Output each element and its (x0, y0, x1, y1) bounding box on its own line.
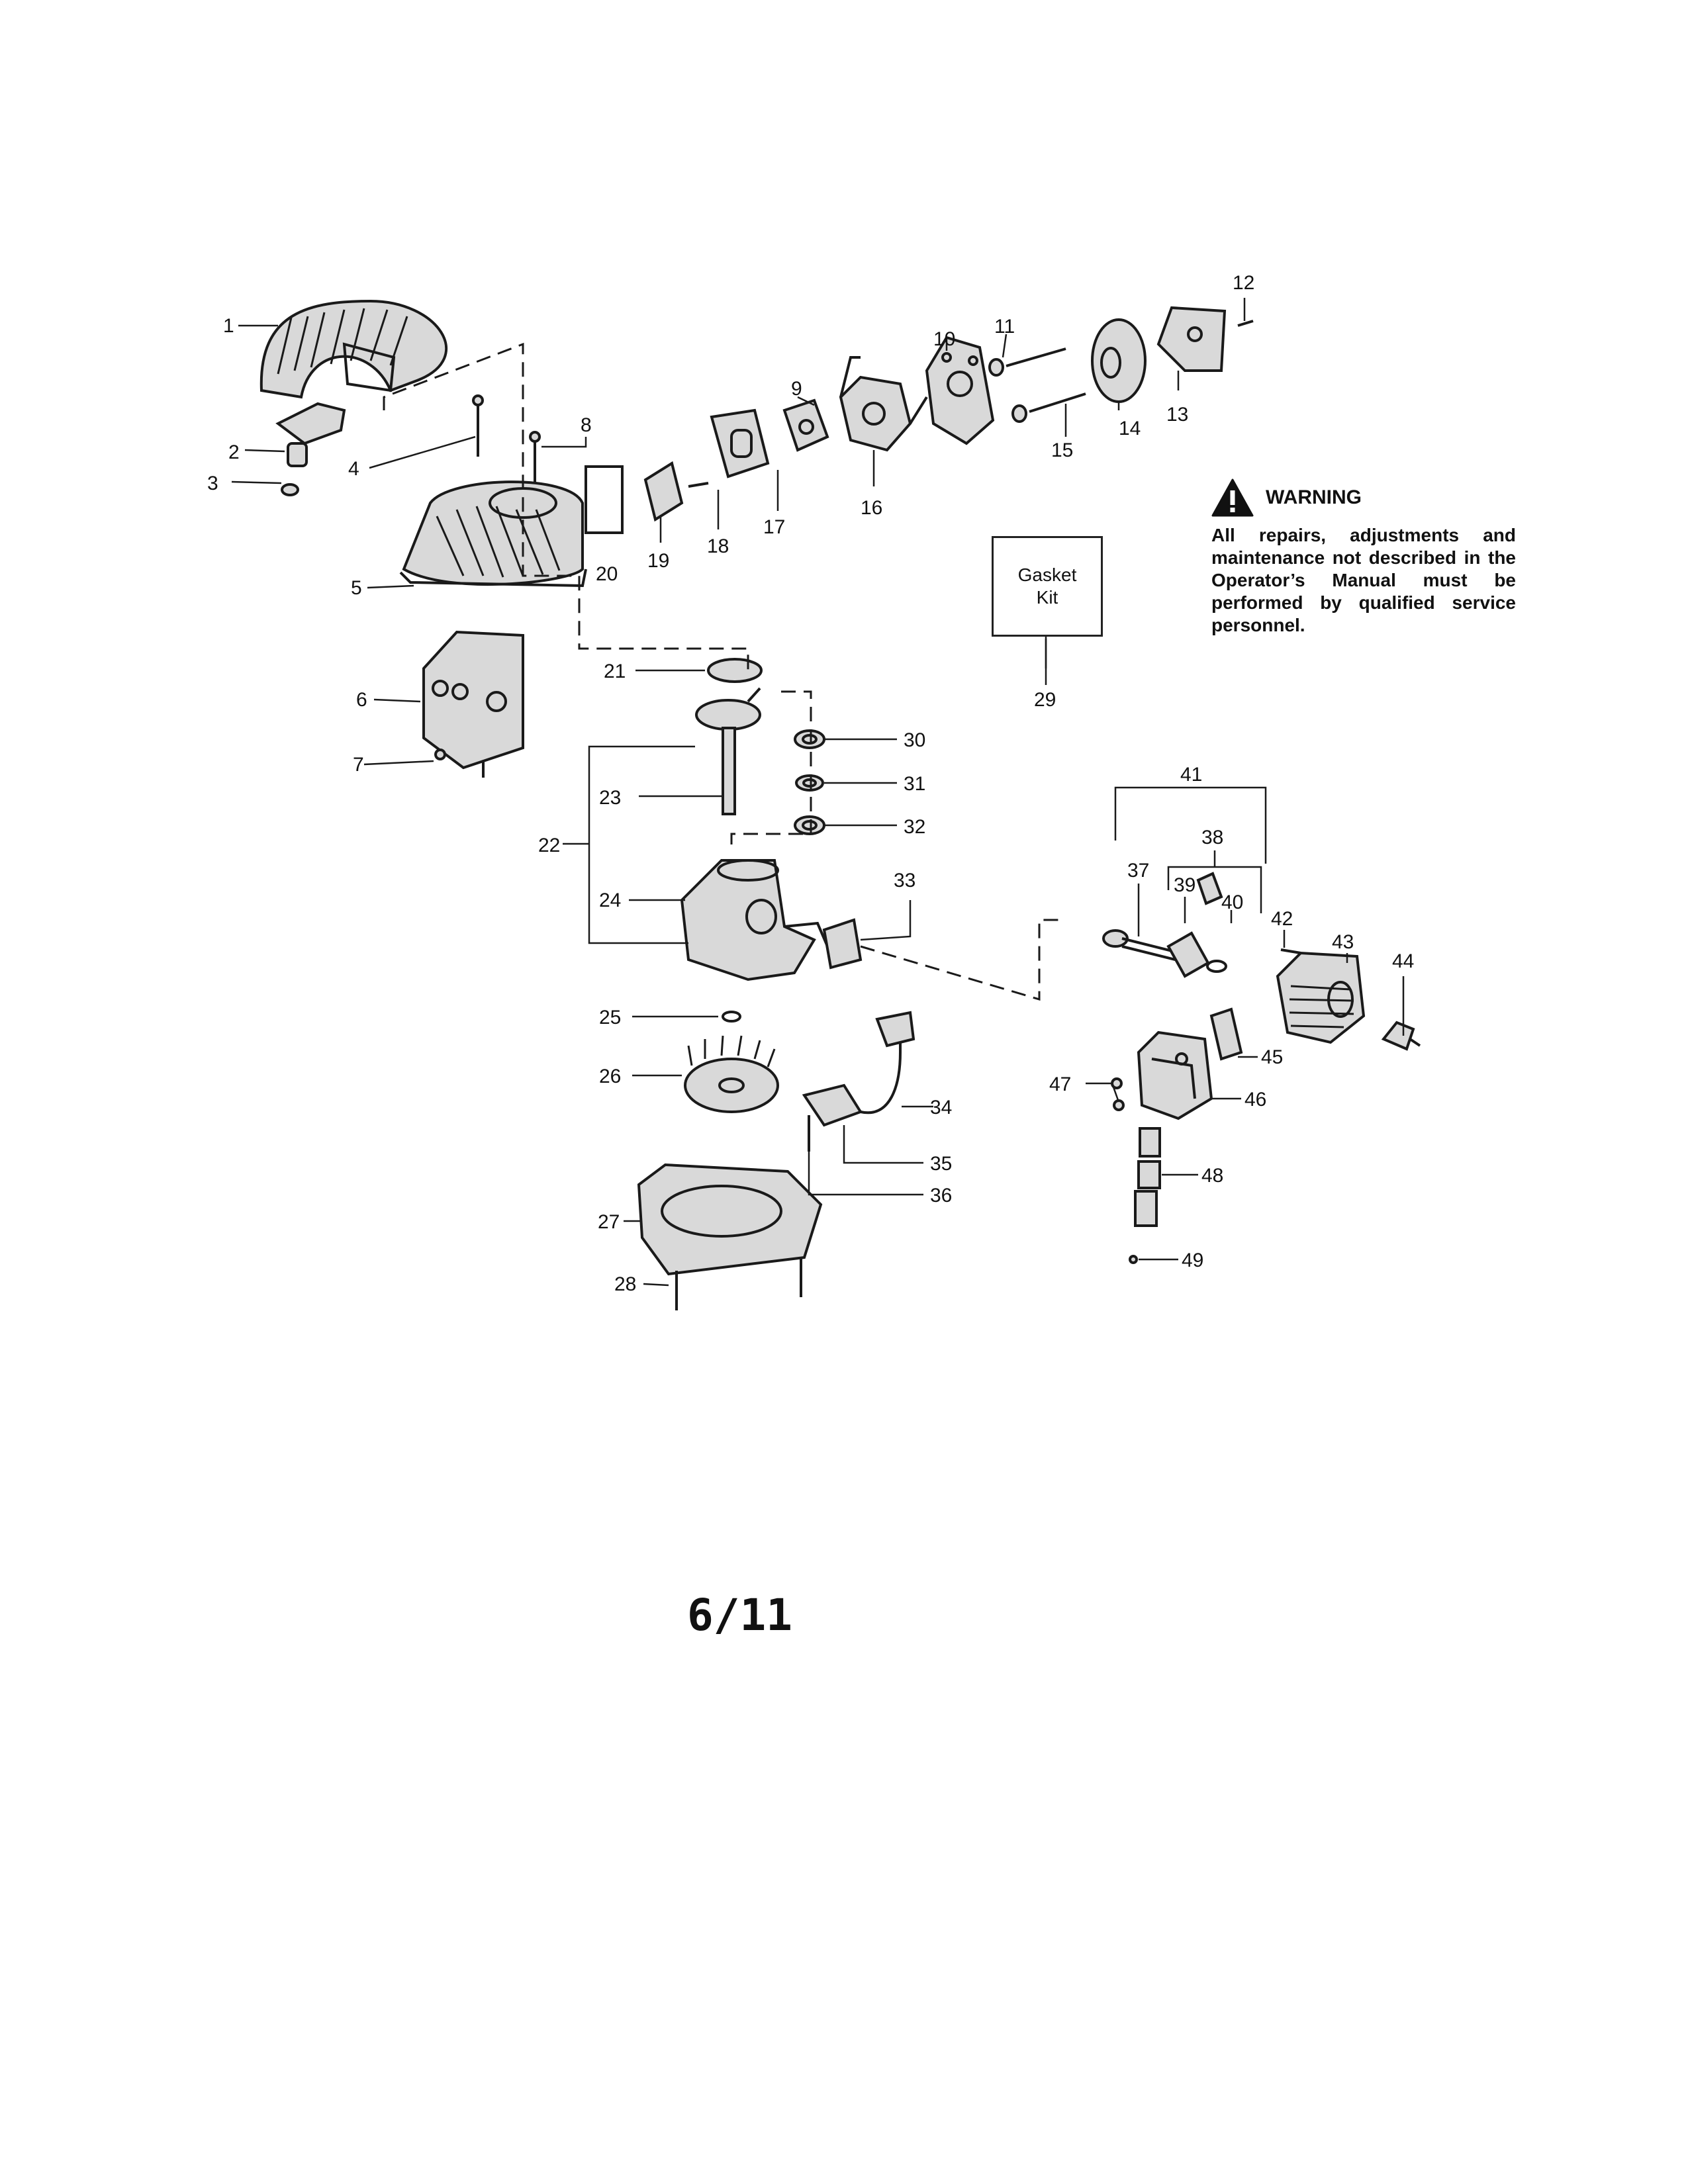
callout-41: 41 (1180, 764, 1202, 786)
callout-27: 27 (598, 1211, 620, 1233)
gasket-kit-label: Gasket Kit (1017, 565, 1077, 608)
callout-28: 28 (614, 1273, 636, 1295)
air-filter-cover-drawing (1156, 306, 1254, 372)
callout-labels: 1 2 3 4 5 6 7 8 9 10 11 12 13 14 15 16 1… (207, 272, 1414, 1295)
callout-3: 3 (207, 473, 218, 494)
piston-connecting-rod-drawing (1102, 872, 1227, 978)
warning-title: WARNING (1266, 486, 1362, 508)
air-filter-base-drawing (925, 336, 995, 445)
spark-arrestor-drawing (1129, 1127, 1161, 1264)
intake-parts-drawing (585, 398, 829, 534)
callout-19: 19 (647, 550, 669, 572)
warning-notice: WARNING All repairs, adjustments and mai… (1211, 477, 1516, 637)
callout-39: 39 (1174, 874, 1196, 896)
callout-18: 18 (707, 535, 729, 557)
callout-15: 15 (1051, 439, 1073, 461)
screw-42-drawing (1280, 948, 1301, 954)
spark-plug-drawing (1381, 1021, 1421, 1051)
callout-35: 35 (930, 1153, 952, 1175)
callout-48: 48 (1201, 1165, 1223, 1187)
callout-30: 30 (904, 729, 925, 751)
page-number: 6/11 (687, 1590, 792, 1641)
callout-13: 13 (1166, 404, 1188, 426)
callout-36: 36 (930, 1185, 952, 1206)
intake-gasket-drawing (822, 918, 863, 970)
callout-46: 46 (1244, 1089, 1266, 1111)
callout-16: 16 (861, 497, 882, 519)
tank-bracket-drawing (422, 630, 524, 778)
air-filter-element-drawing (1091, 318, 1147, 403)
callout-37: 37 (1127, 860, 1149, 882)
callout-45: 45 (1261, 1046, 1283, 1068)
crankcase-drawing (680, 859, 829, 981)
callout-33: 33 (894, 870, 915, 891)
callout-12: 12 (1233, 272, 1254, 294)
grommet-drawing (281, 442, 308, 496)
callout-2: 2 (228, 441, 240, 463)
screw-drawings-top (472, 394, 541, 490)
callout-4: 4 (348, 458, 359, 480)
callout-23: 23 (599, 787, 621, 809)
callout-49: 49 (1182, 1250, 1203, 1271)
callout-40: 40 (1221, 891, 1243, 913)
exhaust-gasket-drawing (1209, 1007, 1243, 1061)
callout-7: 7 (353, 754, 364, 776)
callout-44: 44 (1392, 950, 1414, 972)
muffler-drawing (1137, 1030, 1213, 1120)
callout-11: 11 (994, 316, 1015, 338)
warning-triangle-icon (1211, 478, 1254, 517)
callout-1: 1 (223, 315, 234, 337)
callout-17: 17 (763, 516, 785, 538)
callout-38: 38 (1201, 827, 1223, 848)
callout-14: 14 (1119, 418, 1141, 439)
small-ring-drawing (722, 1011, 741, 1023)
callout-8: 8 (581, 414, 592, 436)
callout-24: 24 (599, 889, 621, 911)
callout-26: 26 (599, 1066, 621, 1087)
crankshaft-drawing (695, 687, 761, 815)
engine-cover-drawing (399, 480, 587, 588)
callout-20: 20 (596, 563, 618, 585)
callout-47: 47 (1049, 1073, 1071, 1095)
gasket-kit-box: Gasket Kit (992, 536, 1103, 637)
callout-31: 31 (904, 773, 925, 795)
gasket-ring-drawing (707, 658, 763, 683)
callout-10: 10 (933, 328, 955, 350)
callout-32: 32 (904, 816, 925, 838)
callout-5: 5 (351, 577, 362, 599)
callout-22: 22 (538, 835, 560, 856)
callout-43: 43 (1332, 931, 1354, 953)
leader-lines (231, 298, 1405, 1287)
screws-47-drawing (1111, 1077, 1125, 1111)
callout-29: 29 (1034, 689, 1056, 711)
callout-25: 25 (599, 1007, 621, 1028)
bearings-drawing (794, 729, 825, 835)
fan-housing-drawing (637, 1163, 823, 1310)
callout-21: 21 (604, 660, 626, 682)
starter-shroud-drawing (259, 299, 448, 445)
warning-header: WARNING (1211, 477, 1516, 519)
carburetor-drawing (839, 356, 928, 452)
callout-34: 34 (930, 1097, 952, 1118)
flywheel-drawing (684, 1035, 779, 1113)
assembly-dash-lines (383, 342, 1062, 1001)
cylinder-drawing (1276, 951, 1366, 1044)
ignition-module-drawing (802, 1011, 915, 1152)
callout-6: 6 (356, 689, 367, 711)
long-screws-drawing (988, 347, 1086, 423)
callout-42: 42 (1271, 908, 1293, 930)
warning-text: All repairs, adjustments and maintenance… (1211, 525, 1516, 635)
callout-9: 9 (791, 378, 802, 400)
